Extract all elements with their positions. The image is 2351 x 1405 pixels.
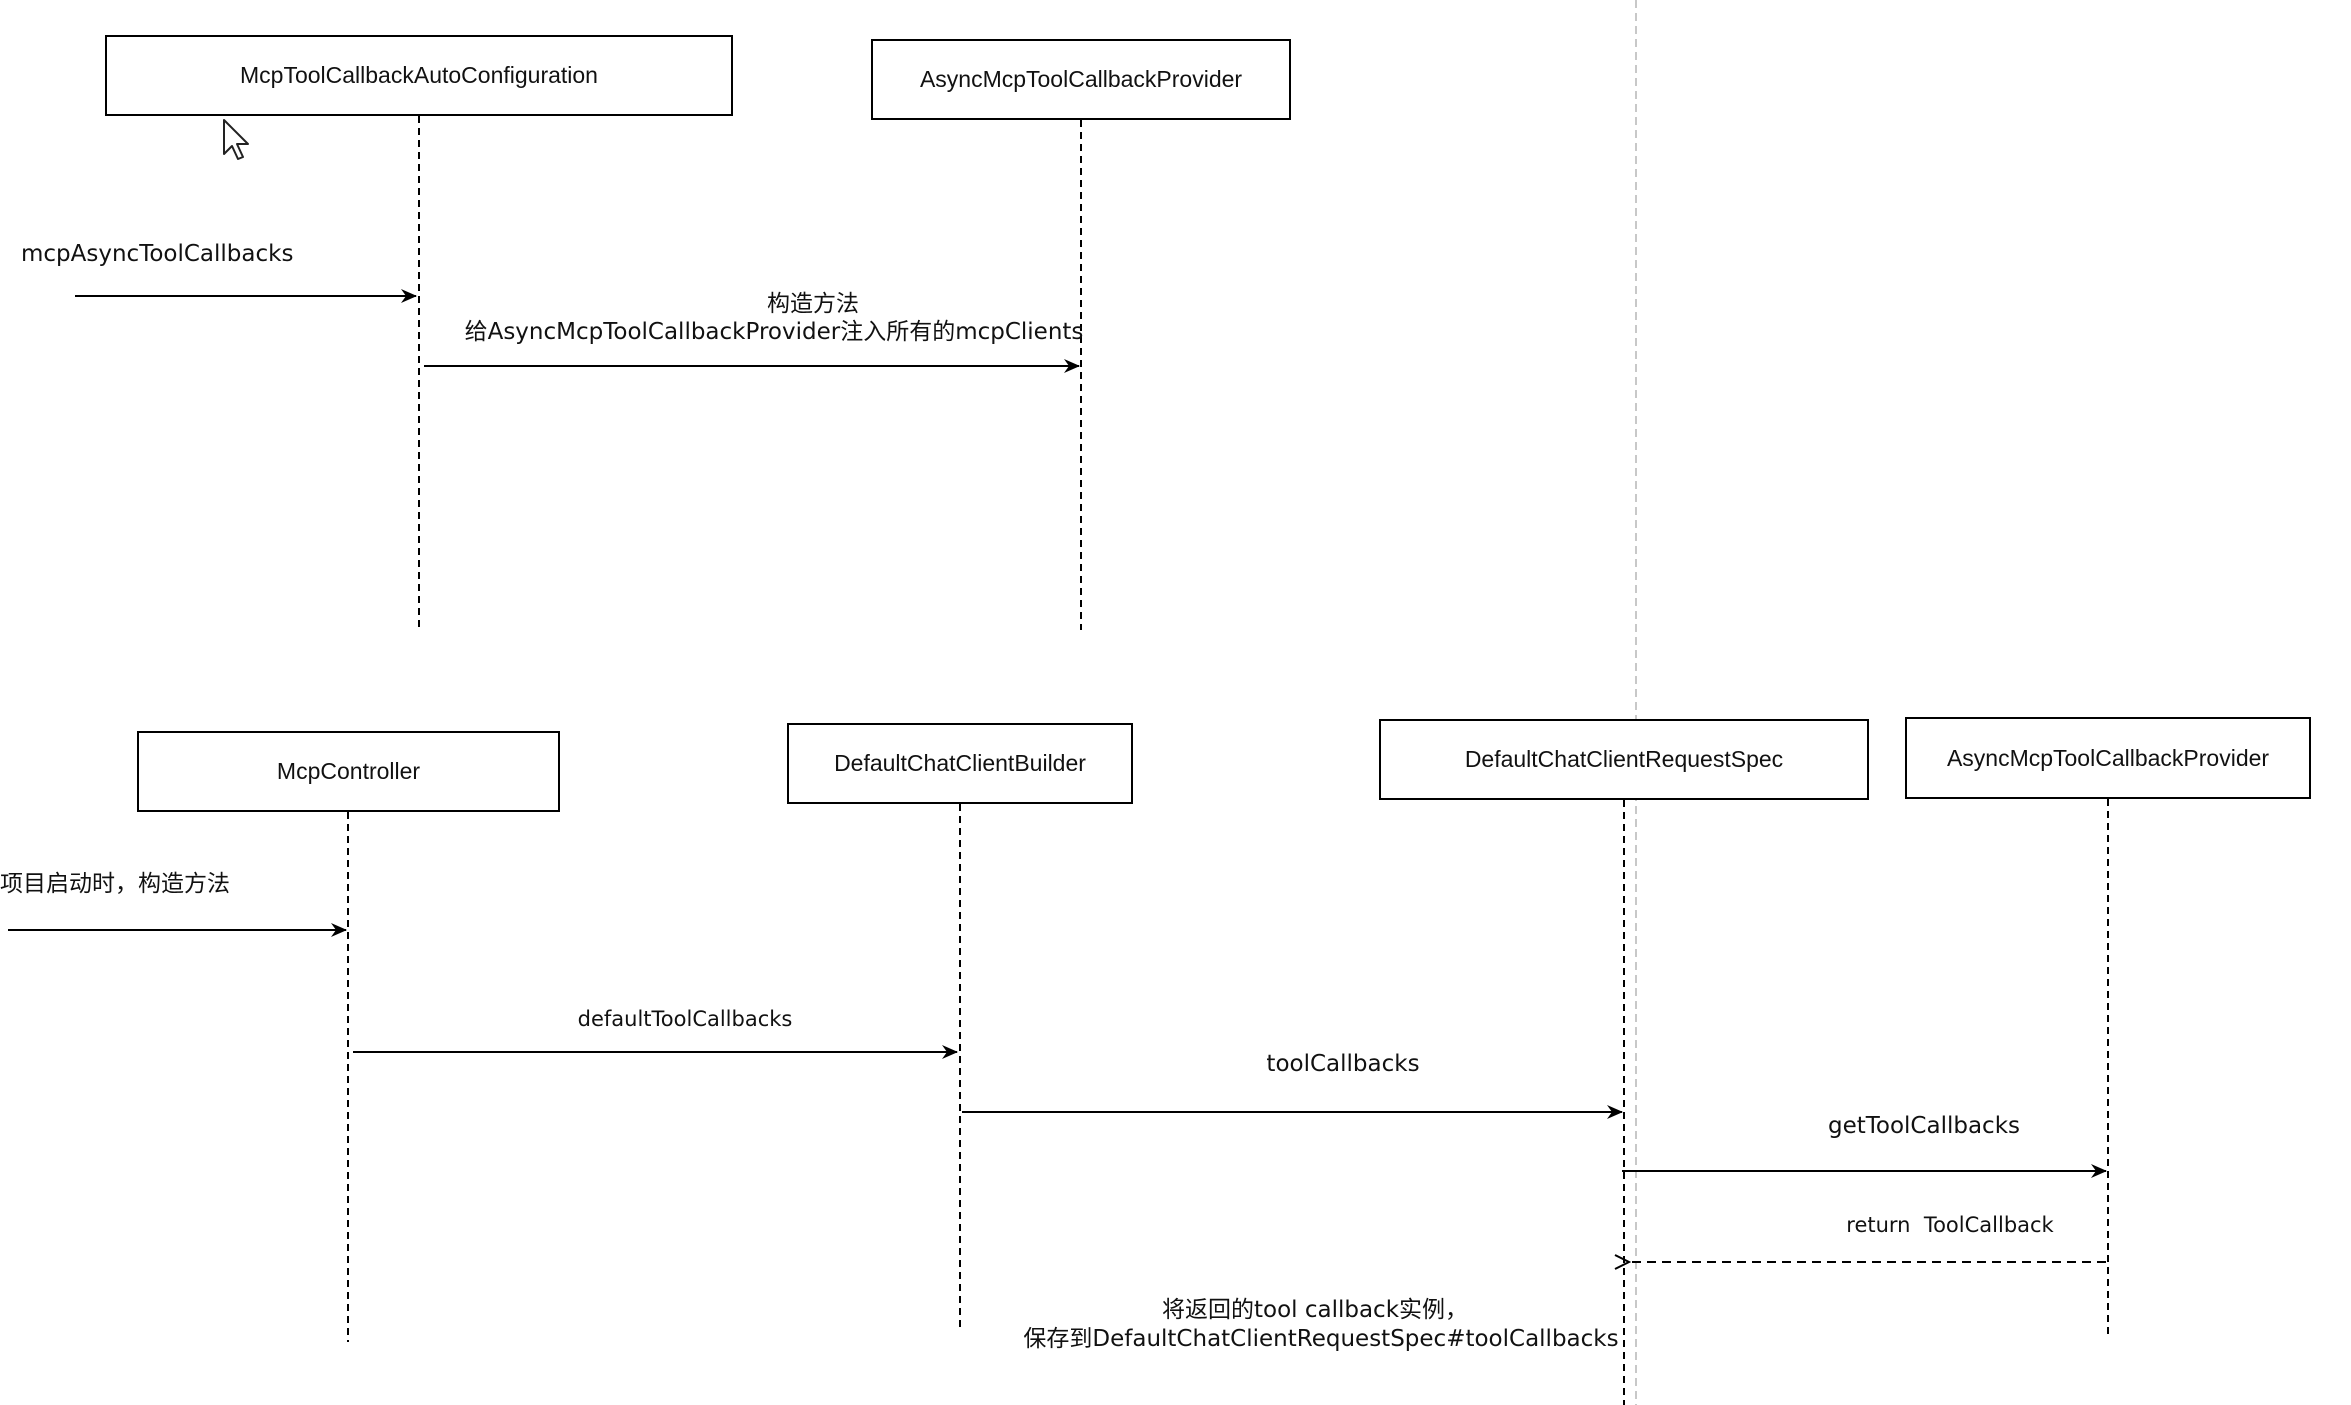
message-label-construct-1: 构造方法 — [767, 291, 859, 317]
message-label-tool-callbacks: toolCallbacks — [1266, 1051, 1420, 1077]
participant-label: McpToolCallbackAutoConfiguration — [240, 62, 598, 88]
note-label-line-1: 将返回的tool callback实例， — [1161, 1297, 1469, 1323]
participant-builder[interactable]: DefaultChatClientBuilder — [787, 723, 1133, 804]
participant-controller[interactable]: McpController — [137, 731, 560, 812]
mouse-cursor-icon — [223, 119, 249, 160]
message-label-construct-2: 给AsyncMcpToolCallbackProvider注入所有的mcpCli… — [464, 319, 1084, 345]
participant-label: AsyncMcpToolCallbackProvider — [1946, 744, 2270, 771]
message-label-entry-top: mcpAsyncToolCallbacks — [21, 241, 294, 267]
note-label-line-2: 保存到DefaultChatClientRequestSpec#toolCall… — [1023, 1326, 1619, 1352]
message-label-return-tool-callback: return ToolCallback — [1846, 1213, 2054, 1237]
message-label-default-tool-callbacks: defaultToolCallbacks — [577, 1007, 793, 1031]
message-label-get-tool-callbacks: getToolCallbacks — [1827, 1113, 2021, 1139]
participant-autoconfig[interactable]: McpToolCallbackAutoConfiguration — [105, 35, 733, 116]
message-label-entry-bottom: 项目启动时，构造方法 — [0, 871, 230, 897]
participant-label: DefaultChatClientBuilder — [834, 750, 1086, 776]
participant-provider-bottom[interactable]: AsyncMcpToolCallbackProvider — [1905, 717, 2311, 799]
participant-label: DefaultChatClientRequestSpec — [1464, 746, 1784, 772]
participant-provider-top[interactable]: AsyncMcpToolCallbackProvider — [871, 39, 1291, 120]
participant-request-spec[interactable]: DefaultChatClientRequestSpec — [1379, 719, 1869, 800]
participant-label: McpController — [276, 758, 421, 784]
participant-label: AsyncMcpToolCallbackProvider — [919, 66, 1243, 92]
